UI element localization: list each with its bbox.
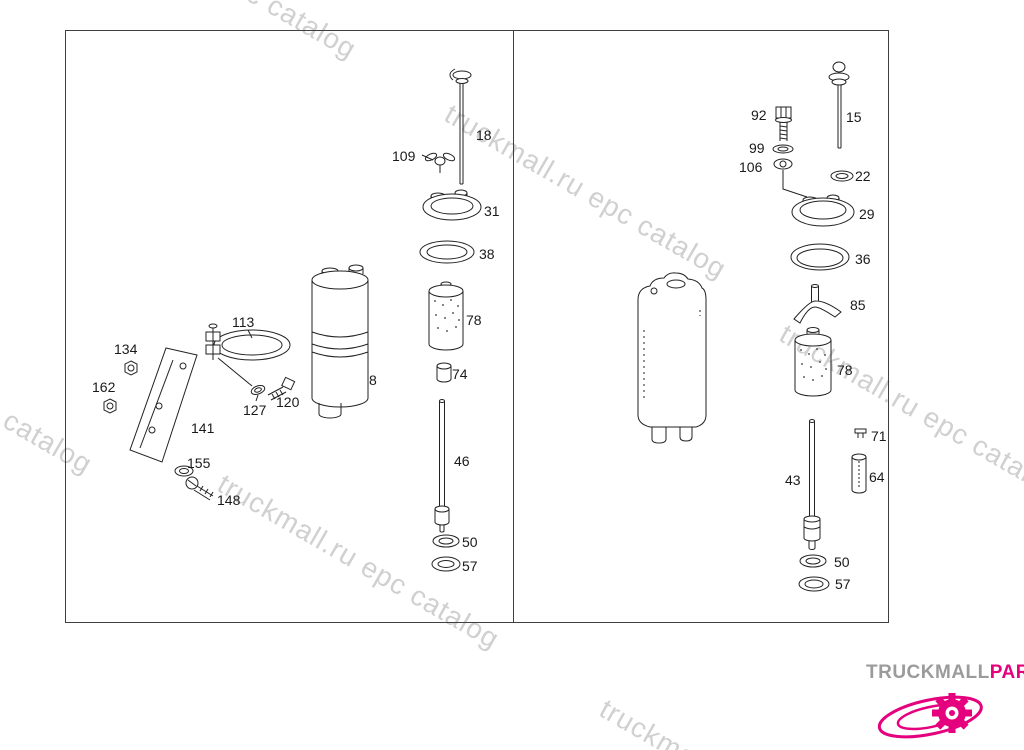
leader-line <box>217 357 253 387</box>
part-label-78-left: 78 <box>466 312 482 328</box>
part-valve-85 <box>793 284 842 324</box>
part-housing-body-right <box>637 272 707 444</box>
part-label-85: 85 <box>850 297 866 313</box>
part-label-15: 15 <box>846 109 862 125</box>
leader-line <box>255 394 259 402</box>
filter-texture <box>800 348 827 381</box>
part-label-109: 109 <box>392 148 416 164</box>
brand-logo-accent: PARTS <box>989 662 1024 683</box>
part-label-127: 127 <box>243 402 267 418</box>
part-washer-22 <box>830 170 854 182</box>
part-dipstick-18 <box>449 68 472 185</box>
part-label-50-left: 50 <box>462 534 478 550</box>
leader-line <box>247 329 253 339</box>
part-tube-64 <box>851 453 867 494</box>
part-label-141: 141 <box>191 420 215 436</box>
part-bolt-120 <box>267 376 296 401</box>
brand-logo: TRUCKMALLPARTS <box>866 662 1024 684</box>
part-ring-36 <box>790 243 850 271</box>
part-washer-57-right <box>798 576 830 592</box>
part-label-43: 43 <box>785 472 801 488</box>
part-label-71: 71 <box>871 428 887 444</box>
part-washer-99 <box>772 144 794 154</box>
part-label-46: 46 <box>454 453 470 469</box>
part-label-148: 148 <box>217 492 241 508</box>
part-bracket-141 <box>129 347 198 463</box>
part-bolt-148 <box>185 476 214 501</box>
part-washer-155 <box>174 465 194 477</box>
part-dipstick-15 <box>828 61 850 149</box>
part-rod-43 <box>803 419 821 550</box>
part-washer-50-right <box>799 554 827 568</box>
part-cover-31 <box>422 189 482 221</box>
part-washer-106 <box>773 158 808 198</box>
part-label-78-right: 78 <box>837 362 853 378</box>
part-label-155: 155 <box>187 455 211 471</box>
part-cap-74 <box>436 362 452 383</box>
part-label-36: 36 <box>855 251 871 267</box>
leader-line <box>782 170 808 198</box>
brand-logo-name: TRUCKMALL <box>866 662 990 683</box>
part-label-38: 38 <box>479 246 495 262</box>
part-housing-8 <box>311 264 369 419</box>
part-label-106: 106 <box>739 159 763 175</box>
part-filter-element-78-right <box>794 327 832 397</box>
part-rod-46 <box>434 399 450 533</box>
part-label-74: 74 <box>452 366 468 382</box>
part-washer-50-left <box>432 534 460 548</box>
part-label-162: 162 <box>92 379 116 395</box>
part-label-22: 22 <box>855 168 871 184</box>
part-cover-29 <box>791 194 855 227</box>
part-label-31: 31 <box>484 203 500 219</box>
part-label-134: 134 <box>114 341 138 357</box>
part-label-64: 64 <box>869 469 885 485</box>
part-washer-127 <box>250 385 266 402</box>
part-label-18: 18 <box>476 127 492 143</box>
filter-texture <box>434 299 460 332</box>
part-clip-71 <box>854 428 867 438</box>
part-filter-element-78-left <box>428 281 464 351</box>
part-label-29: 29 <box>859 206 875 222</box>
part-nut-134 <box>124 360 138 376</box>
part-wingnut-109 <box>421 152 456 173</box>
part-label-50-right: 50 <box>834 554 850 570</box>
part-label-99: 99 <box>749 140 765 156</box>
part-label-120: 120 <box>276 394 300 410</box>
part-nut-162 <box>103 398 117 414</box>
part-label-57-right: 57 <box>835 576 851 592</box>
part-label-113: 113 <box>232 314 255 330</box>
part-washer-57-left <box>431 556 461 572</box>
gear-icon <box>932 693 972 733</box>
part-label-8: 8 <box>369 372 377 388</box>
diagram-frame <box>65 30 889 623</box>
part-seal-38 <box>419 240 475 264</box>
leader-line <box>421 154 434 161</box>
part-label-92: 92 <box>751 107 767 123</box>
part-label-57-left: 57 <box>462 558 478 574</box>
part-bolt-92 <box>775 106 792 141</box>
part-clamp-113 <box>205 323 291 387</box>
